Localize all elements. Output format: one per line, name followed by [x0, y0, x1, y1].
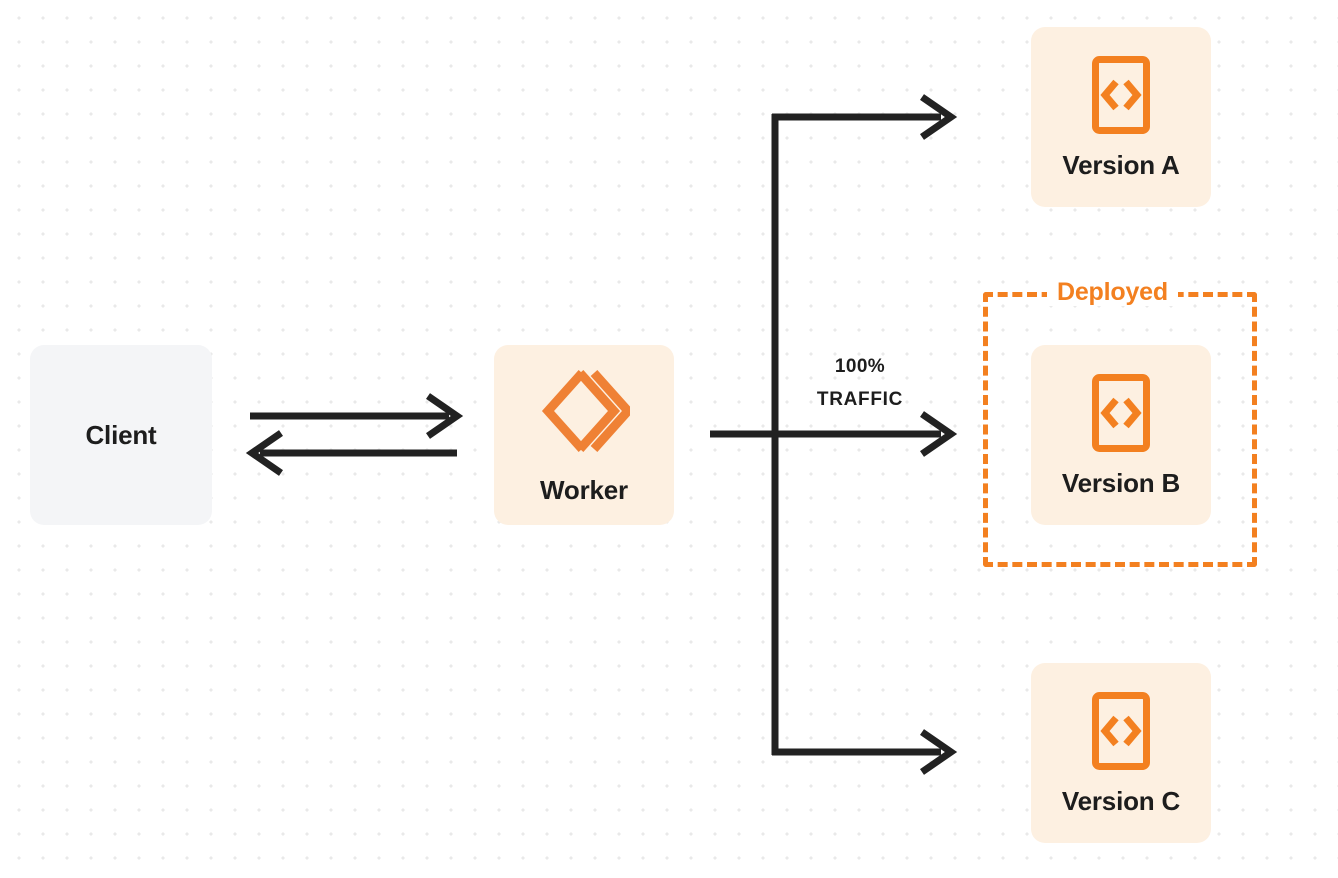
- node-client-label: Client: [85, 420, 157, 450]
- edge-trunk-to-version-c: [772, 729, 958, 775]
- node-version-a[interactable]: Version A: [1031, 27, 1211, 207]
- node-worker[interactable]: Worker: [494, 345, 674, 525]
- edge-worker-to-client: [245, 430, 457, 476]
- edge-trunk-to-version-b: [710, 411, 958, 457]
- code-script-icon: [1092, 56, 1150, 134]
- traffic-percent: 100%: [834, 356, 886, 377]
- node-version-a-label: Version A: [1062, 150, 1180, 180]
- code-script-icon: [1092, 692, 1150, 770]
- node-version-c[interactable]: Version C: [1031, 663, 1211, 843]
- node-client[interactable]: Client: [30, 345, 212, 525]
- code-script-icon: [1092, 374, 1150, 452]
- node-version-c-label: Version C: [1061, 786, 1181, 816]
- traffic-label: 100% TRAFFIC: [782, 350, 938, 416]
- node-version-b[interactable]: Version B: [1031, 345, 1211, 525]
- traffic-word: TRAFFIC: [816, 389, 904, 410]
- edge-trunk-to-version-a: [772, 94, 958, 140]
- deployed-group-label: Deployed: [1047, 278, 1178, 306]
- node-version-b-label: Version B: [1061, 468, 1181, 498]
- edge-client-to-worker: [250, 393, 464, 439]
- cloudflare-workers-logo-icon: [538, 367, 630, 455]
- node-worker-label: Worker: [540, 475, 628, 505]
